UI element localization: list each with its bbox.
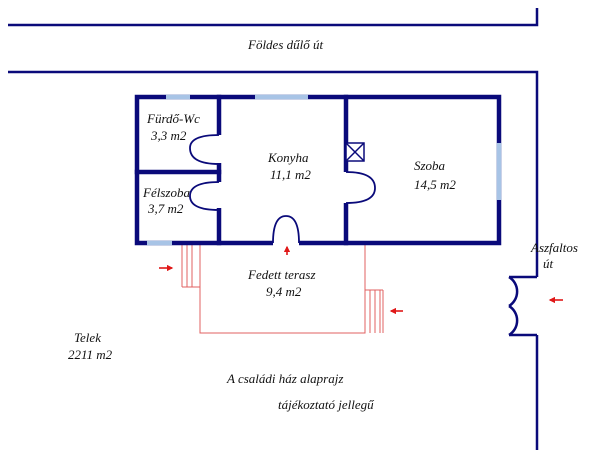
door-bath <box>189 134 220 165</box>
door-terrace <box>272 215 300 244</box>
door-swings <box>189 134 376 244</box>
asphalt-road-label-line2: út <box>543 256 554 271</box>
windows <box>147 94 502 246</box>
caption-line2: tájékoztató jellegű <box>278 397 375 412</box>
halfroom-area: 3,7 m2 <box>147 201 184 216</box>
road-line-inner <box>8 70 539 277</box>
door-room <box>345 171 376 204</box>
chimney-icon <box>345 142 365 162</box>
asphalt-road-label-line1: Aszfaltos <box>530 240 578 255</box>
door-halfroom <box>189 181 220 211</box>
halfroom-name: Félszoba <box>142 185 190 200</box>
road-gate <box>508 275 537 337</box>
road-line-top <box>8 8 539 27</box>
road-lines <box>8 8 539 450</box>
plot-label: Telek <box>74 330 101 345</box>
entry-arrows <box>159 245 563 315</box>
terrace-outline <box>181 243 384 334</box>
bath-area: 3,3 m2 <box>150 128 187 143</box>
room-name: Szoba <box>414 158 446 173</box>
caption-line1: A családi ház alaprajz <box>226 371 343 386</box>
kitchen-area: 11,1 m2 <box>270 167 311 182</box>
terrace-name: Fedett terasz <box>247 267 316 282</box>
plot-area: 2211 m2 <box>68 347 113 362</box>
terrace-area-label: 9,4 m2 <box>266 284 302 299</box>
room-area: 14,5 m2 <box>414 177 456 192</box>
kitchen-name: Konyha <box>267 150 309 165</box>
bath-name: Fürdő-Wc <box>146 111 200 126</box>
dirt-road-label: Földes dűlő út <box>247 37 323 52</box>
